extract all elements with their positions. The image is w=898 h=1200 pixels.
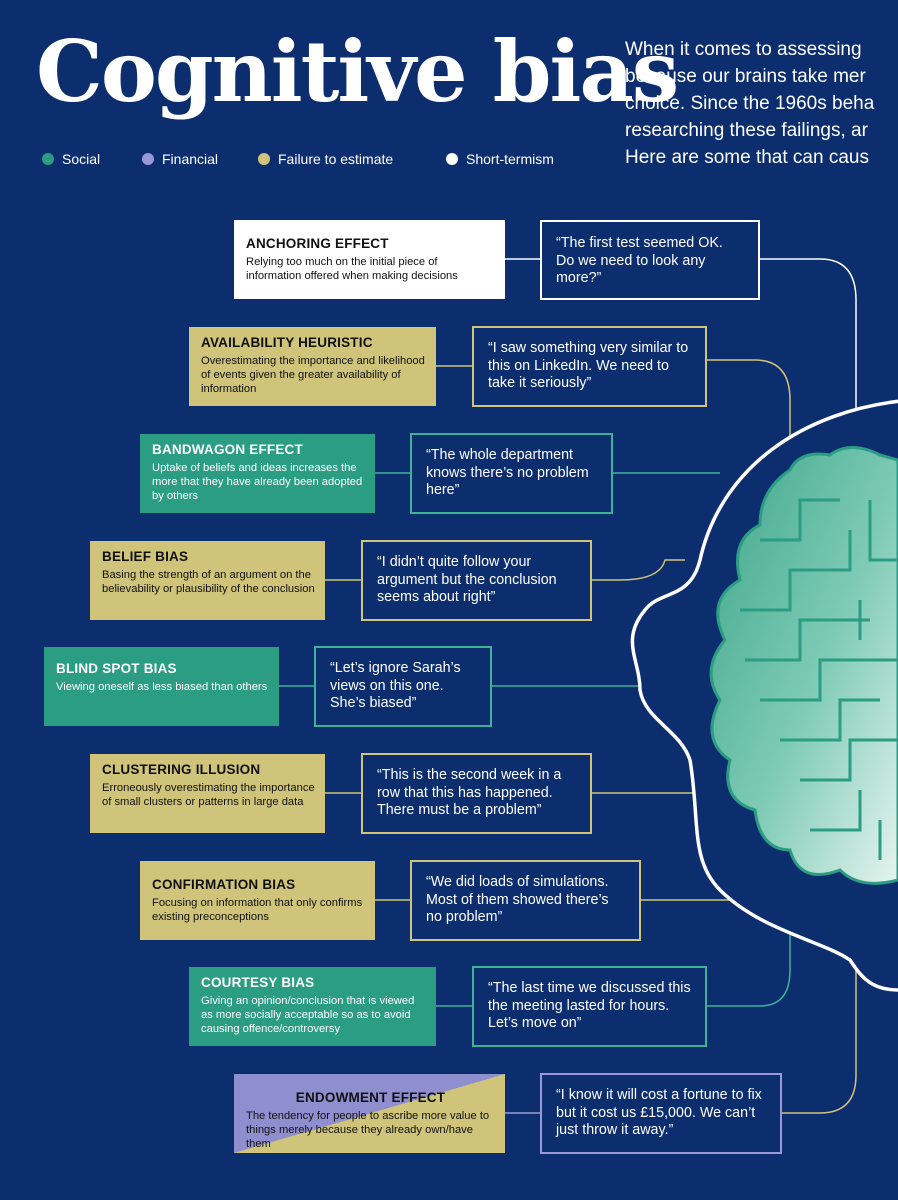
quote-box-endowment-effect: “I know it will cost a fortune to fix bu…	[540, 1073, 782, 1154]
legend-label: Social	[62, 151, 101, 167]
legend-label: Financial	[162, 151, 219, 167]
legend-item-failure-to-estimate: Failure to estimate	[258, 150, 393, 168]
bias-description: The tendency for people to ascribe more …	[246, 1110, 490, 1150]
quote-box-courtesy-bias: “The last time we discussed this the mee…	[472, 966, 707, 1047]
legend-dot-icon	[446, 153, 458, 165]
legend-label: Short-termism	[466, 151, 554, 167]
intro-line: because our brains take mer	[625, 66, 866, 87]
bias-name: ANCHORING EFFECT	[246, 236, 389, 251]
bias-box-courtesy-bias: COURTESY BIAS Giving an opinion/conclusi…	[189, 967, 436, 1046]
intro-line: Here are some that can caus	[625, 147, 869, 168]
bias-name: ENDOWMENT EFFECT	[295, 1090, 446, 1105]
bias-box-availability-heuristic: AVAILABILITY HEURISTIC Overestimating th…	[189, 327, 436, 406]
quote-box-confirmation-bias: “We did loads of simulations. Most of th…	[410, 860, 641, 941]
quote-box-anchoring-effect: “The first test seemed OK. Do we need to…	[540, 220, 760, 300]
bias-box-anchoring-effect: ANCHORING EFFECT Relying too much on the…	[234, 220, 505, 299]
legend-label: Failure to estimate	[278, 151, 394, 167]
legend-item-social: Social	[42, 150, 100, 168]
intro-line: choice. Since the 1960s beha	[625, 93, 875, 114]
legend-item-short-termism: Short-termism	[446, 150, 554, 168]
quote-box-blind-spot-bias: “Let’s ignore Sarah’s views on this one.…	[314, 646, 492, 727]
bias-name: CLUSTERING ILLUSION	[102, 762, 261, 777]
intro-line: When it comes to assessing	[625, 39, 862, 60]
intro-text: When it comes to assessing because our b…	[625, 36, 898, 171]
quote-box-availability-heuristic: “I saw something very similar to this on…	[472, 326, 707, 407]
bias-name: BELIEF BIAS	[102, 549, 189, 564]
bias-description: Relying too much on the initial piece of…	[246, 256, 458, 282]
bias-box-bandwagon-effect: BANDWAGON EFFECT Uptake of beliefs and i…	[140, 434, 375, 513]
bias-name: BLIND SPOT BIAS	[56, 661, 177, 676]
legend-dot-icon	[142, 153, 154, 165]
brain-illustration	[709, 446, 898, 885]
bias-name: BANDWAGON EFFECT	[152, 442, 303, 457]
bias-description: Erroneously overestimating the importanc…	[102, 782, 315, 808]
legend-dot-icon	[258, 153, 270, 165]
bias-description: Uptake of beliefs and ideas increases th…	[152, 462, 363, 502]
bias-description: Basing the strength of an argument on th…	[102, 569, 315, 595]
bias-name: COURTESY BIAS	[201, 975, 315, 990]
legend-item-financial: Financial	[142, 150, 218, 168]
quote-box-belief-bias: “I didn’t quite follow your argument but…	[361, 540, 592, 621]
bias-box-blind-spot-bias: BLIND SPOT BIAS Viewing oneself as less …	[44, 647, 279, 726]
quote-box-clustering-illusion: “This is the second week in a row that t…	[361, 753, 592, 834]
bias-box-clustering-illusion: CLUSTERING ILLUSION Erroneously overesti…	[90, 754, 325, 833]
bias-description: Overestimating the importance and likeli…	[201, 355, 425, 395]
bias-description: Focusing on information that only confir…	[152, 897, 363, 923]
page-title: Cognitive bias	[36, 22, 679, 121]
intro-line: researching these failings, ar	[625, 120, 868, 141]
bias-box-belief-bias: BELIEF BIAS Basing the strength of an ar…	[90, 541, 325, 620]
bias-box-endowment-effect: ENDOWMENT EFFECT The tendency for people…	[234, 1074, 505, 1153]
bias-box-confirmation-bias: CONFIRMATION BIAS Focusing on informatio…	[140, 861, 375, 940]
legend-dot-icon	[42, 153, 54, 165]
quote-box-bandwagon-effect: “The whole department knows there’s no p…	[410, 433, 613, 514]
bias-name: AVAILABILITY HEURISTIC	[201, 335, 373, 350]
bias-name: CONFIRMATION BIAS	[152, 877, 296, 892]
bias-description: Giving an opinion/conclusion that is vie…	[201, 995, 415, 1035]
bias-description: Viewing oneself as less biased than othe…	[56, 681, 268, 693]
